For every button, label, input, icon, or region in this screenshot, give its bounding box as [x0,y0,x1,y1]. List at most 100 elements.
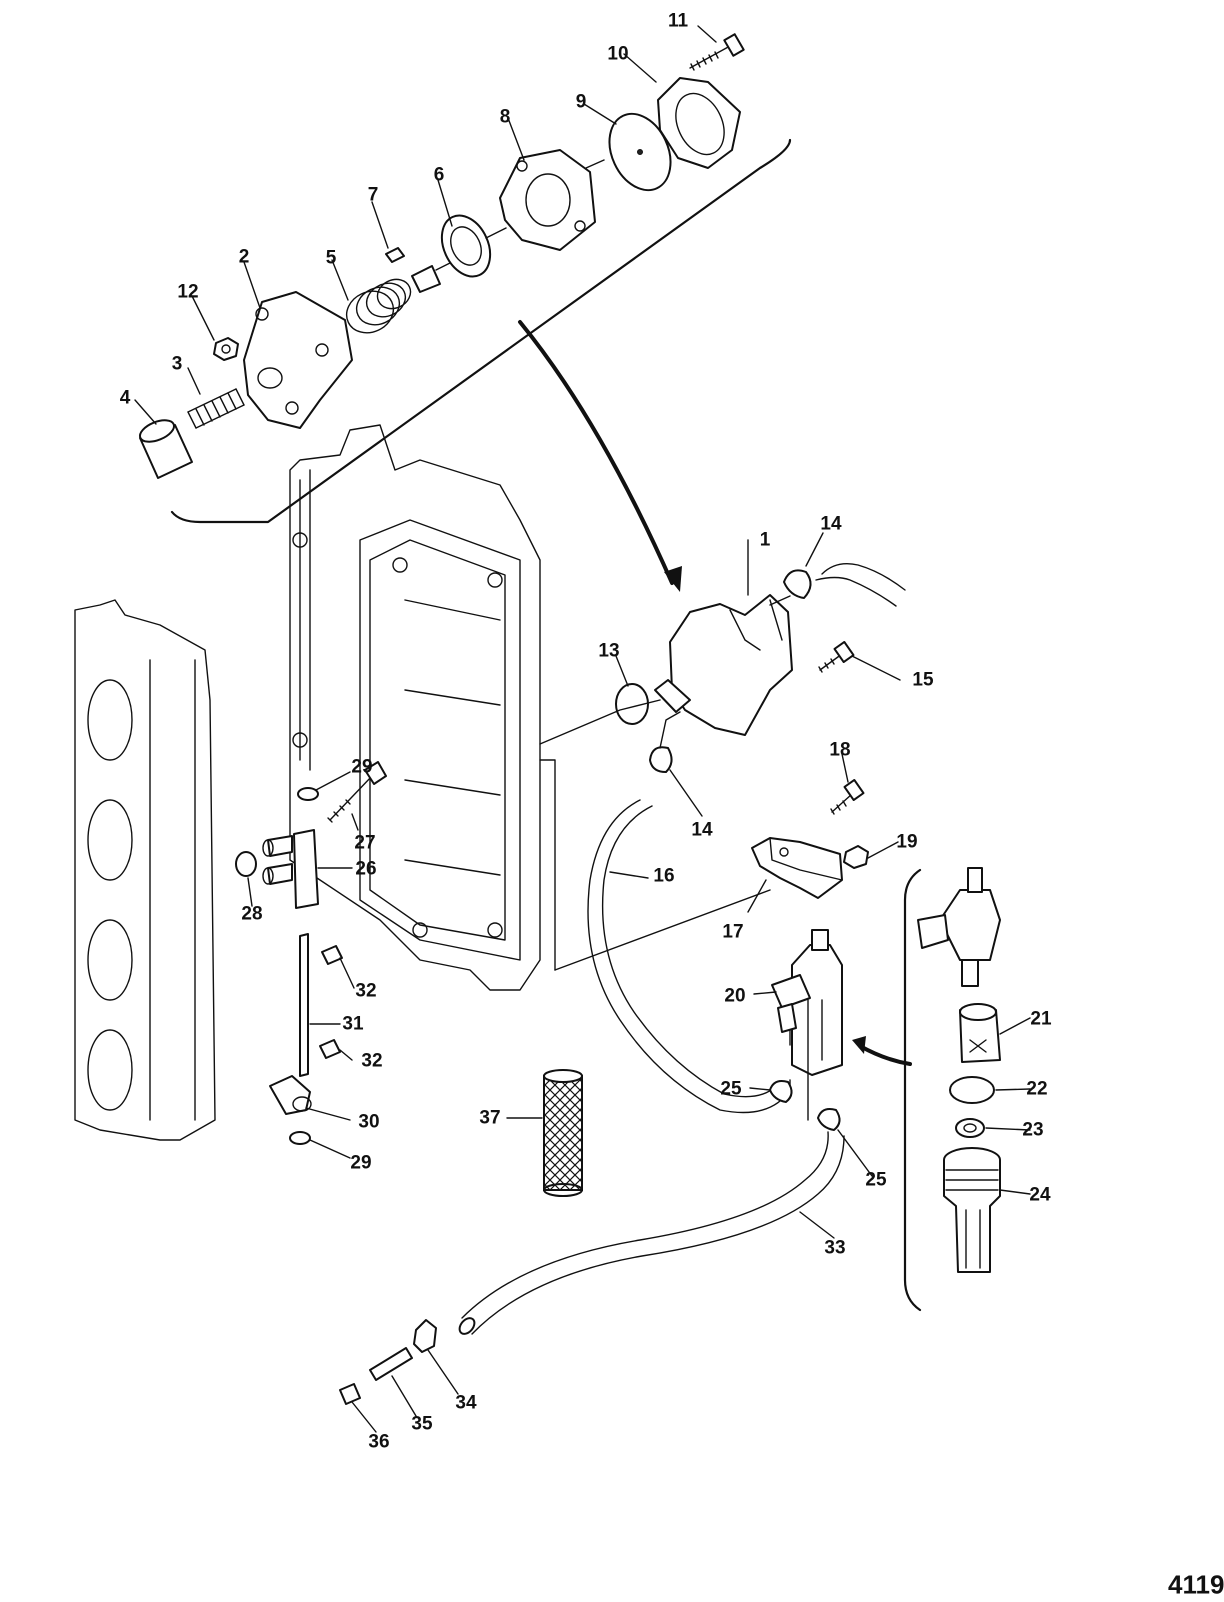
part-10-gasket [657,77,741,169]
callout-30: 30 [358,1111,380,1133]
callout-12: 12 [177,281,199,303]
callout-3: 3 [171,353,183,375]
intake-manifold-outline [74,599,216,1141]
callout-23: 23 [1022,1119,1044,1141]
callout-9: 9 [575,91,587,113]
callout-11: 11 [667,10,689,32]
part-16-hose-inner [601,805,777,1098]
part-14-clamp-upper [783,569,812,599]
callout-2: 2 [238,246,250,268]
callout-1: 1 [759,529,771,551]
leader-lines [134,25,1031,1433]
part-26-fitting [262,829,319,909]
part-17-bracket [751,837,843,899]
part-3-spring [187,388,245,429]
inset-bracket-right [903,868,922,1312]
part-14-clamp-lower [649,746,673,773]
part-33-hose [461,1131,829,1319]
leader-clamp-lower [659,711,681,749]
part-13-oring [615,683,649,725]
inset-bracket-top [170,138,792,524]
part-19-nut [843,845,869,869]
part-32-pin-upper [321,945,343,965]
callout-10: 10 [607,43,629,65]
callout-13: 13 [598,640,620,662]
callout-37: 37 [479,1107,501,1129]
inset-arrow-head [664,566,682,592]
part-21-element [959,1003,1001,1063]
callout-22: 22 [1026,1078,1048,1100]
part-23-nut [955,1118,985,1138]
part-15-screw [818,641,855,673]
callout-27: 27 [354,832,376,854]
inset-arrow-right [858,1044,912,1066]
callout-18: 18 [829,739,851,761]
part-31-hose [299,933,309,1077]
callout-19: 19 [896,831,918,853]
part-28-grommet [235,851,257,877]
callout-6: 6 [433,164,445,186]
fuel-hose-upper [821,562,906,591]
inset-arrow-right-head [852,1036,866,1054]
callout-14-lower: 14 [691,819,713,841]
figure-number: 4119 [1168,1569,1224,1600]
part-12-nut [213,337,239,361]
callout-35: 35 [411,1413,433,1435]
part-16-hose [587,799,791,1114]
part-8-pump-body [485,149,605,251]
leader-bracket-17 [554,889,771,971]
part-27-bolt [327,761,387,823]
callout-14-upper: 14 [820,513,842,535]
callout-28: 28 [241,903,263,925]
part-30-fitting [269,1075,312,1115]
part-37-mesh-sleeve [543,1069,583,1197]
callout-26: 26 [355,858,377,880]
callout-33: 33 [824,1237,846,1259]
callout-16: 16 [653,865,675,887]
callout-15: 15 [912,669,934,691]
callout-21: 21 [1030,1008,1052,1030]
callout-34: 34 [455,1392,477,1414]
leader-bracket-left [539,699,661,971]
callout-32-lower: 32 [361,1050,383,1072]
callout-7: 7 [367,184,379,206]
callout-24: 24 [1029,1184,1051,1206]
callout-29-upper: 29 [351,756,373,778]
callout-20: 20 [724,985,746,1007]
part-32-pin-lower [319,1039,341,1059]
part-20-fuel-filter [771,929,843,1121]
part-29-washer-lower [289,1131,311,1145]
part-22-oring [949,1076,995,1104]
cylinder-block-outline [289,424,541,991]
callout-8: 8 [499,106,511,128]
part-25-clamp-left [769,1080,793,1103]
part-7-pin [385,247,405,263]
callout-5: 5 [325,247,337,269]
callout-25-left: 25 [720,1078,742,1100]
part-24-bowl [943,1147,1001,1273]
fuel-hose-upper-edge [815,576,897,607]
part-25-clamp-right [817,1108,841,1131]
part-5-spring [345,278,412,334]
part-11-screw [689,33,745,71]
part-6-diaphragm [411,214,492,293]
inset-arrow [518,320,674,585]
part-29-washer-upper [297,787,319,801]
part-1-fuel-pump [654,594,793,736]
filter-head-exploded [917,867,1001,987]
part-33-hose-inner [471,1135,845,1335]
part-35-fitting [369,1347,413,1381]
callout-4: 4 [119,387,131,409]
part-18-screw [830,779,865,815]
part-2-pump-cover [243,291,353,429]
callout-17: 17 [722,921,744,943]
callout-29-lower: 29 [350,1152,372,1174]
part-9-diaphragm [608,112,672,192]
callout-36: 36 [368,1431,390,1453]
part-4-sleeve [138,419,193,479]
part-34-nut [413,1319,437,1353]
callout-31: 31 [342,1013,364,1035]
callout-25-right: 25 [865,1169,887,1191]
